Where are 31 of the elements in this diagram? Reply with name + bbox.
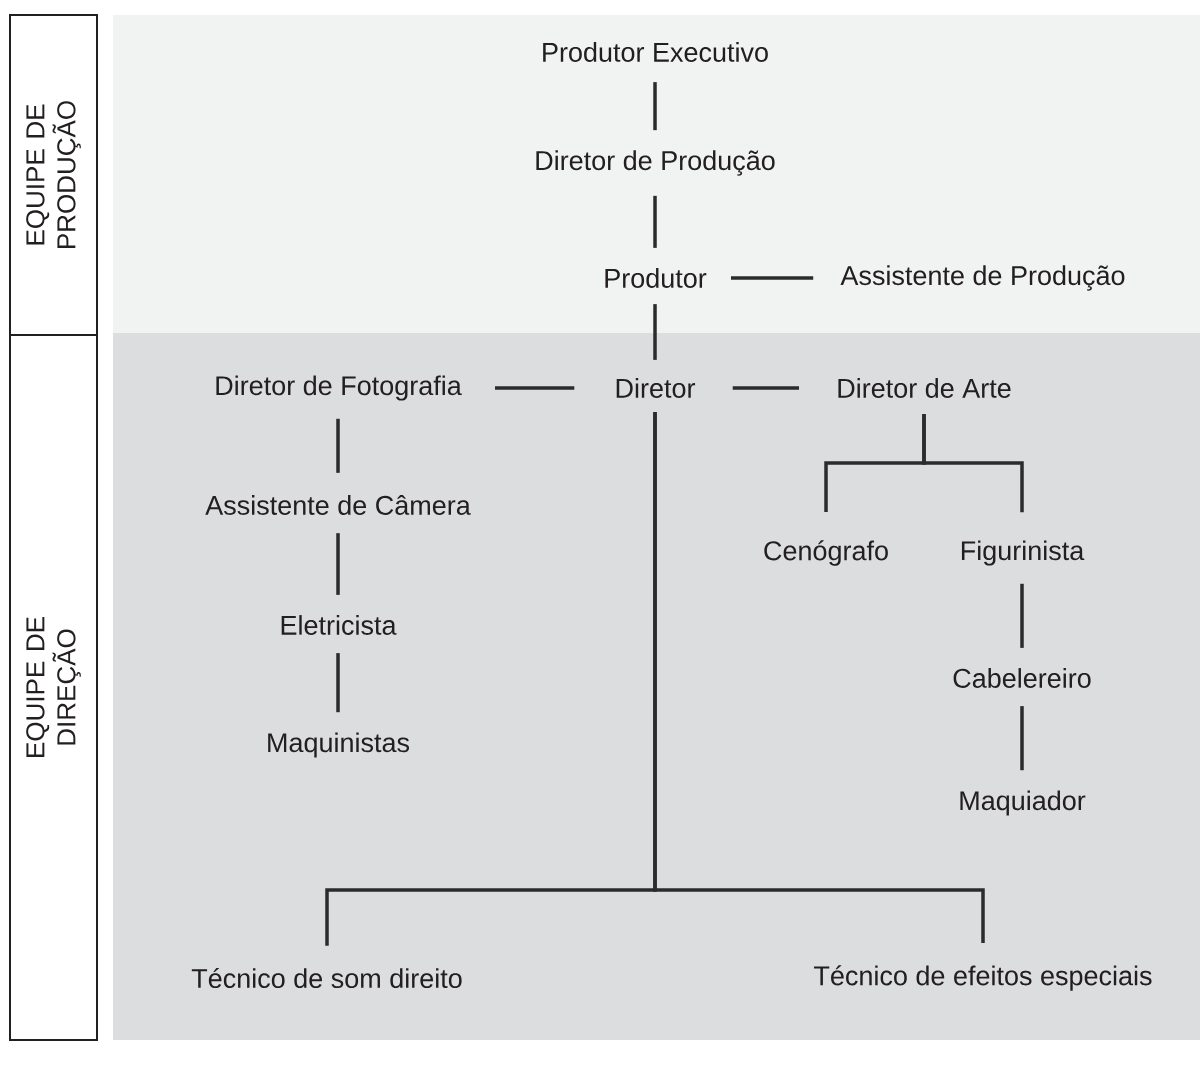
role-label: Técnico de som direito <box>191 967 462 989</box>
section-label-box: EQUIPE DE PRODUÇÃO <box>9 14 98 336</box>
role-label: Diretor de Fotografia <box>216 375 462 401</box>
role-label: Eletricista <box>281 615 397 635</box>
connector-line <box>336 418 340 473</box>
role-label: Produtor <box>605 268 707 288</box>
role-label: Assistente de Produção <box>840 265 1125 291</box>
connector-line <box>653 82 657 131</box>
section-label-box: EQUIPE DE DIREÇÃO <box>9 334 98 1041</box>
role-label: Diretor de Arte <box>838 378 1011 398</box>
connector-line <box>653 304 657 360</box>
connector-line <box>653 412 985 944</box>
role-label: Maquiador <box>960 790 1086 816</box>
connector-line <box>495 386 575 390</box>
role-label: Cenógrafo <box>764 540 888 566</box>
connector-line <box>1020 706 1024 771</box>
role-label: Diretor de Produção <box>536 150 775 176</box>
role-label: Técnico de efeitos especiais <box>814 965 1152 991</box>
connector-line <box>922 414 1024 513</box>
role-label: Assistente de Câmera <box>205 495 471 515</box>
connector-line <box>336 533 340 595</box>
role-label: Produtor Executivo <box>543 42 768 62</box>
connector-line <box>732 386 799 390</box>
role-label: Maquinistas <box>268 732 410 758</box>
connector-line <box>336 653 340 713</box>
connector-line <box>1020 583 1024 648</box>
role-label: Cabelereiro <box>953 668 1091 688</box>
connector-line <box>731 276 814 280</box>
connector-line <box>653 195 657 248</box>
role-label: Figurinista <box>961 540 1085 566</box>
role-label: Diretor <box>616 378 696 398</box>
